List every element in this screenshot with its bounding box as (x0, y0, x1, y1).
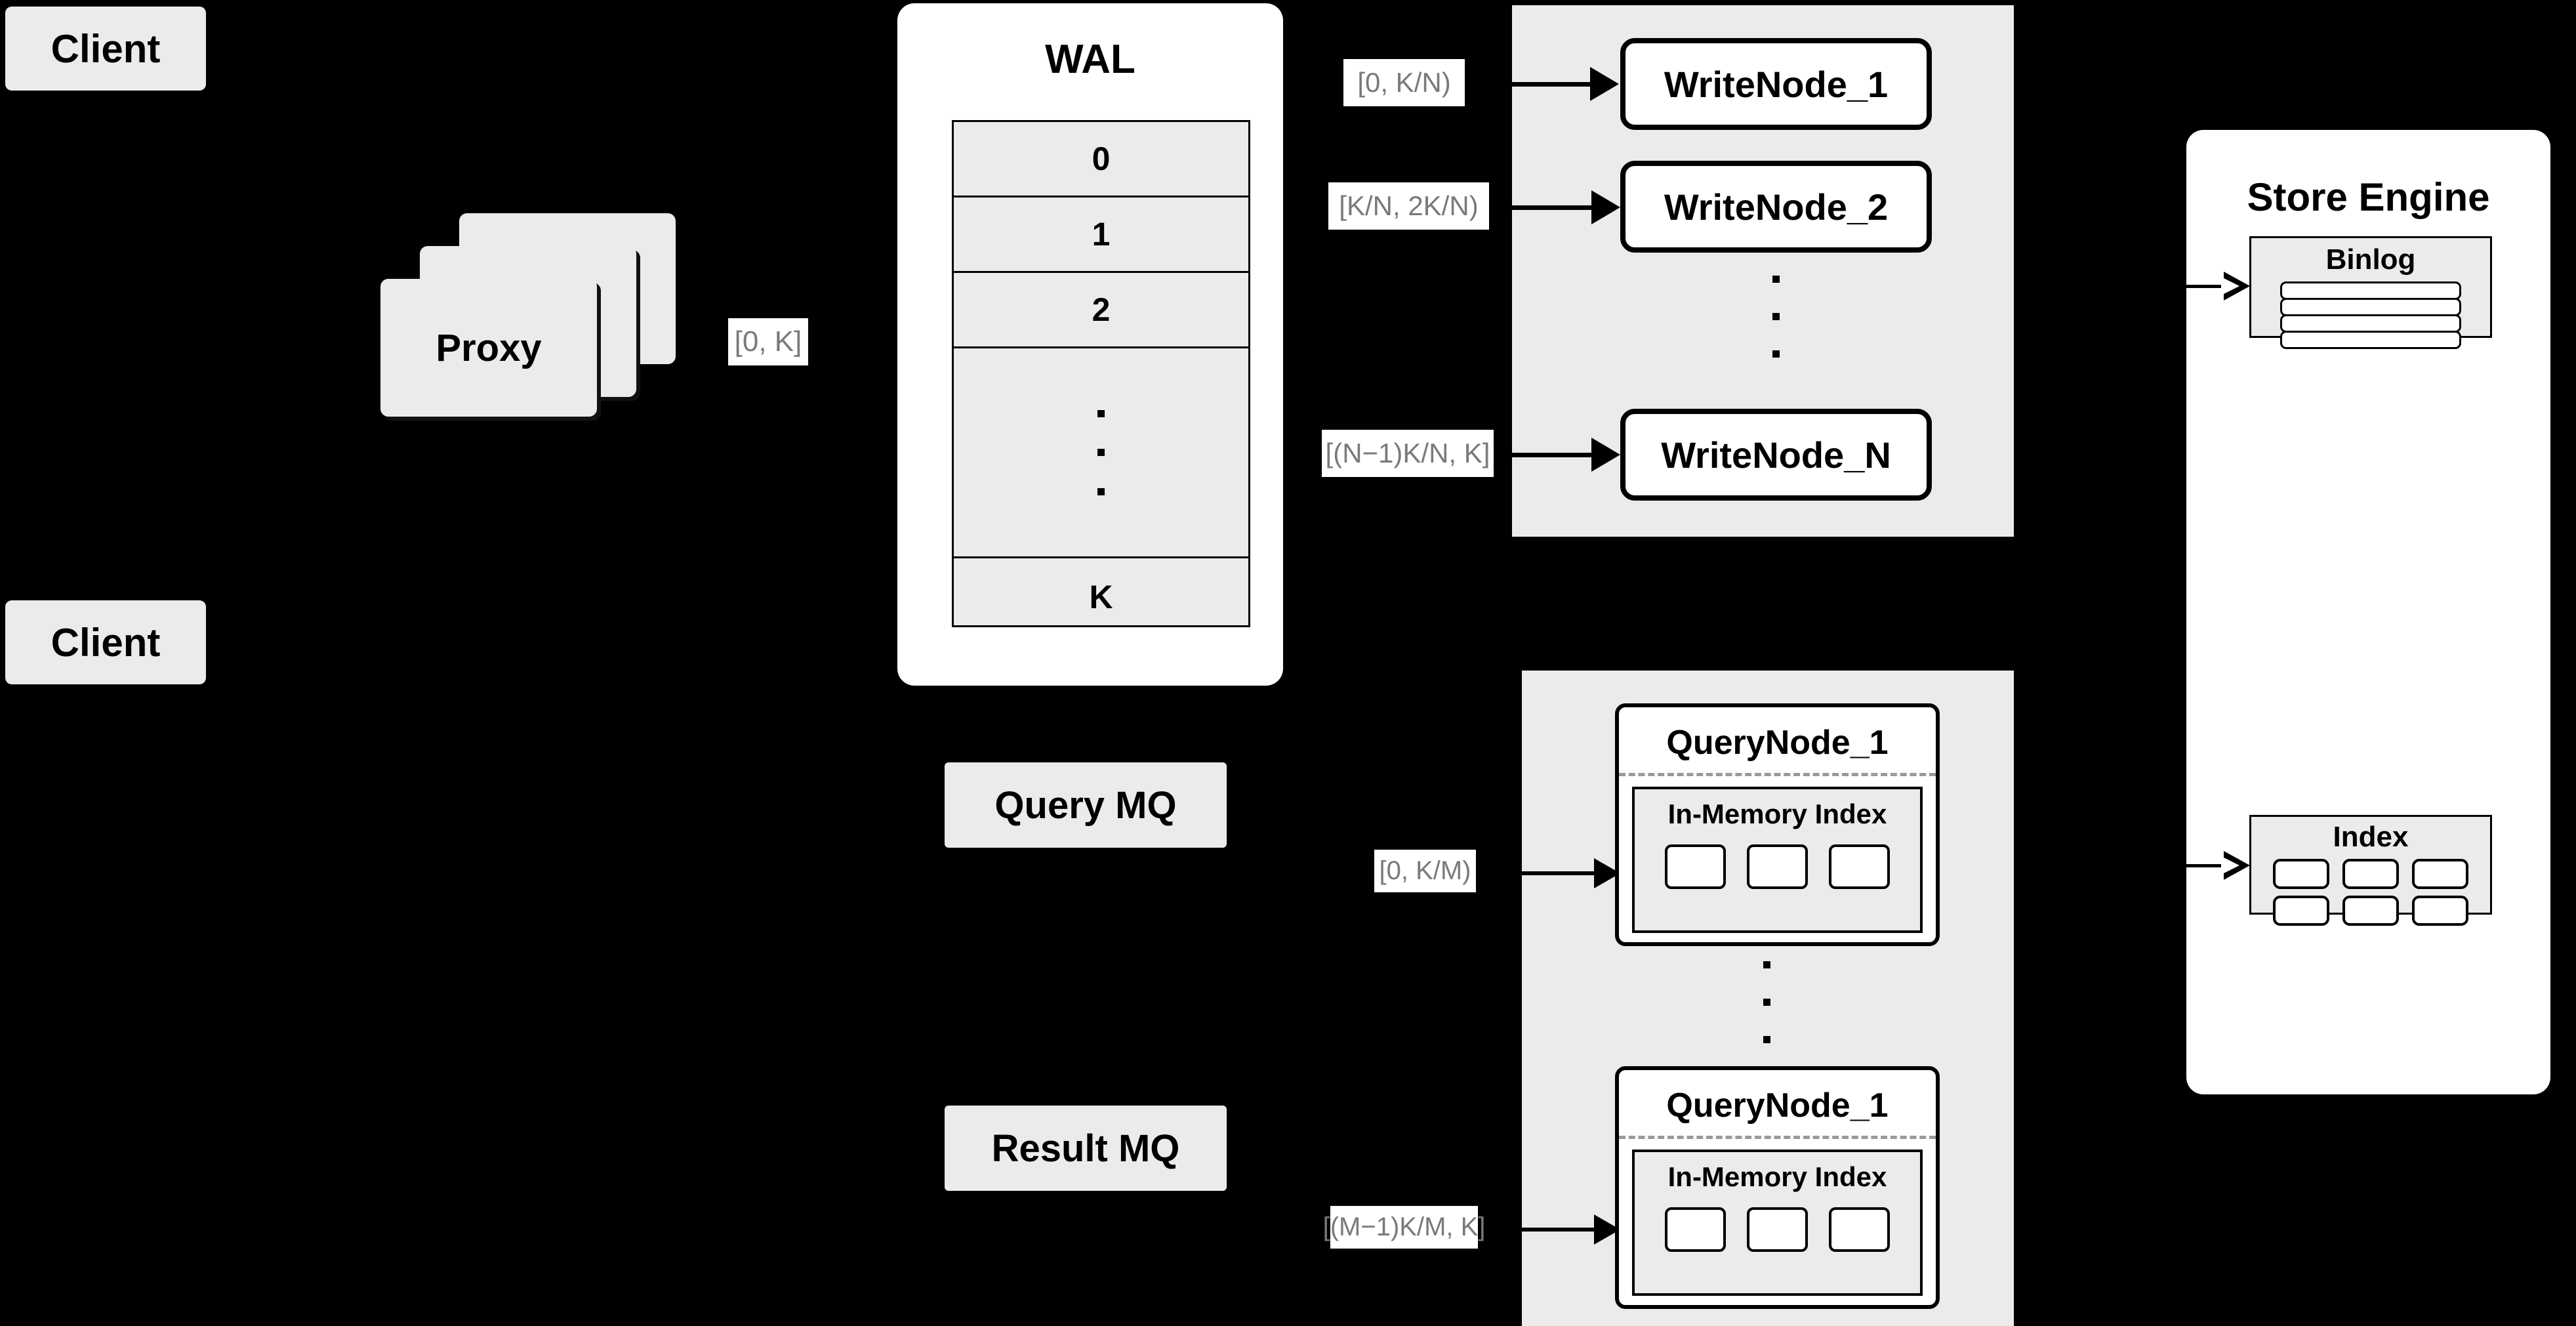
binlog-bar (2280, 281, 2461, 300)
in-memory-index-1-title: In-Memory Index (1667, 798, 1887, 829)
wal-row: 1 (954, 197, 1248, 273)
client-node-top[interactable]: Client (5, 7, 206, 91)
query-mq-label: Query MQ (994, 783, 1177, 827)
arrow-head-hollow-icon (2221, 272, 2250, 300)
proxy-output-range-label: [0, K] (728, 318, 808, 365)
index-inbound-arrow (2171, 851, 2250, 880)
client-bottom-label: Client (51, 620, 161, 665)
arrow-line (1521, 871, 1594, 875)
write-node-2-arrow (1492, 190, 1620, 224)
query-node-1-separator (1619, 773, 1936, 776)
wal-row-ellipsis (954, 348, 1248, 558)
client-top-label: Client (51, 26, 161, 71)
arrow-head-icon (1591, 438, 1620, 472)
in-memory-index-cell (1665, 1207, 1726, 1252)
store-engine-title: Store Engine (2247, 175, 2490, 219)
arrow-head-hollow-icon (2221, 851, 2250, 880)
query-node-1-arrow (1521, 858, 1620, 888)
write-node-n[interactable]: WriteNode_N (1620, 409, 1932, 501)
proxy-node[interactable]: Proxy (380, 279, 597, 417)
wal-panel: WAL 0 1 2 K (897, 3, 1283, 686)
query-node-1-range-label: [0, K/M) (1374, 850, 1476, 892)
in-memory-index-2-title: In-Memory Index (1667, 1161, 1887, 1192)
index-cell (2342, 896, 2399, 926)
result-mq-node[interactable]: Result MQ (945, 1106, 1227, 1191)
write-node-1-arrow (1468, 67, 1619, 101)
arrow-line (1521, 1228, 1594, 1232)
binlog-bar (2280, 298, 2461, 316)
index-cell (2342, 859, 2399, 889)
write-node-2-range-label: [K/N, 2K/N) (1328, 182, 1489, 230)
binlog-group: Binlog (2249, 236, 2492, 349)
proxy-label: Proxy (436, 326, 542, 369)
write-node-1[interactable]: WriteNode_1 (1620, 38, 1932, 130)
write-node-n-range-label: [(N−1)K/N, K] (1322, 430, 1494, 477)
index-cell (2273, 896, 2329, 926)
write-node-1-label: WriteNode_1 (1664, 63, 1889, 105)
result-mq-label: Result MQ (991, 1127, 1180, 1170)
in-memory-index-1: In-Memory Index (1632, 787, 1923, 933)
wal-row: 0 (954, 122, 1248, 197)
in-memory-index-cell (1829, 844, 1890, 889)
proxy-stack[interactable]: Proxy (380, 213, 682, 436)
in-memory-index-cell (1665, 844, 1726, 889)
arrow-line (1468, 81, 1590, 87)
binlog-bar (2280, 314, 2461, 333)
arrow-line (2171, 284, 2224, 288)
wal-vertical-ellipsis-icon (1097, 409, 1105, 495)
wal-row: 2 (954, 273, 1248, 348)
query-node-1-label: QueryNode_1 (1666, 724, 1889, 762)
index-group: Index (2249, 815, 2492, 926)
index-cell (2412, 896, 2468, 926)
in-memory-index-cell (1747, 844, 1808, 889)
query-node-2-separator (1619, 1136, 1936, 1139)
write-node-vertical-ellipsis-icon (1771, 276, 1780, 358)
query-mq-node[interactable]: Query MQ (945, 762, 1227, 848)
arrow-line (2171, 863, 2224, 867)
in-memory-index-2: In-Memory Index (1632, 1150, 1923, 1296)
write-node-2[interactable]: WriteNode_2 (1620, 161, 1932, 253)
in-memory-index-cell (1747, 1207, 1808, 1252)
arrow-head-icon (1591, 190, 1620, 224)
query-node-2[interactable]: QueryNode_1 In-Memory Index (1615, 1066, 1940, 1309)
write-node-n-arrow (1497, 438, 1620, 472)
index-title: Index (2333, 821, 2409, 853)
query-node-2-label: QueryNode_1 (1666, 1087, 1889, 1125)
binlog-title: Binlog (2325, 243, 2416, 276)
binlog-bar (2280, 331, 2461, 349)
arrow-head-icon (1590, 67, 1619, 101)
binlog-inbound-arrow (2171, 272, 2250, 300)
wal-title: WAL (1045, 37, 1135, 82)
index-cell (2412, 859, 2468, 889)
query-node-vertical-ellipsis-icon (1762, 961, 1771, 1043)
write-node-n-label: WriteNode_N (1661, 434, 1891, 476)
index-cell (2273, 859, 2329, 889)
arrow-line (1492, 205, 1591, 210)
arrow-line (1497, 452, 1591, 457)
in-memory-index-cell (1829, 1207, 1890, 1252)
wal-row: K (1089, 578, 1113, 615)
wal-table: 0 1 2 K (952, 120, 1250, 627)
write-node-1-range-label: [0, K/N) (1343, 59, 1465, 106)
query-node-2-arrow (1521, 1214, 1620, 1245)
query-node-1[interactable]: QueryNode_1 In-Memory Index (1615, 703, 1940, 946)
write-node-2-label: WriteNode_2 (1664, 186, 1889, 228)
client-node-bottom[interactable]: Client (5, 600, 206, 684)
query-node-2-range-label: [(M−1)K/M, K] (1323, 1206, 1485, 1249)
